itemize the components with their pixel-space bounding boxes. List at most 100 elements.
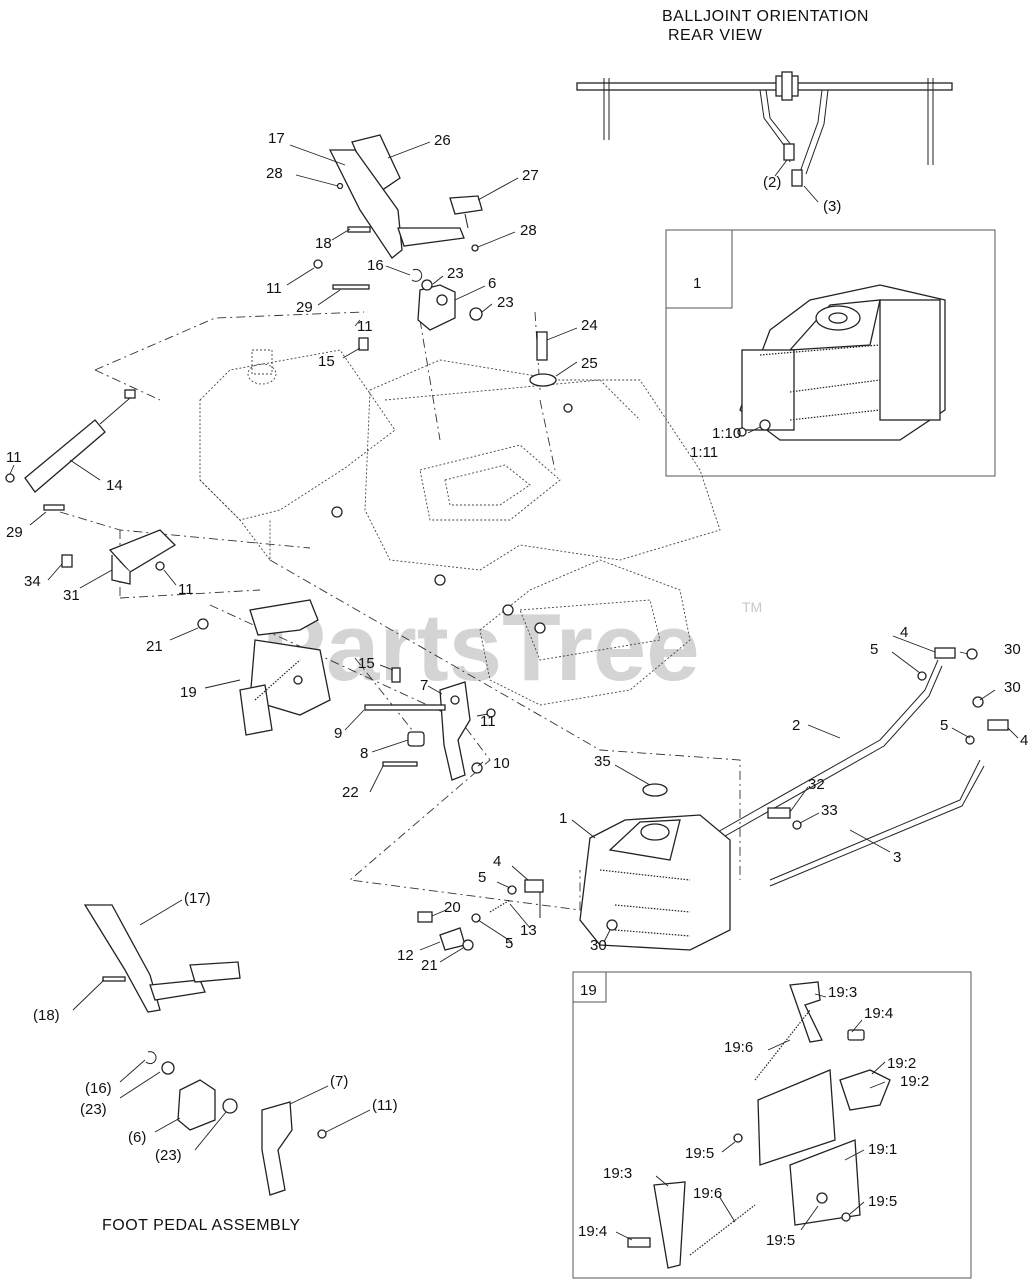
foot-pedal-assembly <box>83 904 327 1196</box>
callout-28a: 28 <box>266 165 283 182</box>
callout-18: 18 <box>315 235 332 252</box>
callout-19: 19 <box>180 684 197 701</box>
callout-fp-7: (7) <box>330 1073 348 1090</box>
callout-1-11: 1:11 <box>690 444 718 461</box>
callout-31: 31 <box>63 587 80 604</box>
inset-19-switch-assembly <box>627 981 891 1269</box>
inset-19-label-box <box>572 971 607 1003</box>
callout-29a: 29 <box>296 299 313 316</box>
callout-11c: 11 <box>6 449 22 466</box>
nut-11-top <box>313 259 323 269</box>
callout-fp-6: (6) <box>128 1129 146 1146</box>
callout-29b: 29 <box>6 524 23 541</box>
callout-19-5a: 19:5 <box>685 1145 714 1162</box>
callout-30a: 30 <box>1004 641 1021 658</box>
callout-fp-23b: (23) <box>155 1147 182 1164</box>
callout-23b: 23 <box>497 294 514 311</box>
callout-32: 32 <box>808 776 825 793</box>
callout-19-2a: 19:2 <box>887 1055 916 1072</box>
callout-1-10: 1:10 <box>712 425 741 442</box>
callout-4a: 4 <box>900 624 908 641</box>
callout-16: 16 <box>367 257 384 274</box>
callout-fp-11: (11) <box>372 1097 398 1114</box>
callout-leaders <box>9 141 1019 1241</box>
callout-11a: 11 <box>266 280 282 297</box>
control-rods <box>699 647 1009 887</box>
callout-33: 33 <box>821 802 838 819</box>
callout-bj-3: (3) <box>823 198 841 215</box>
callout-8: 8 <box>360 745 368 762</box>
callout-4c: 4 <box>493 853 501 870</box>
callout-23a: 23 <box>447 265 464 282</box>
callout-24: 24 <box>581 317 598 334</box>
caption-balljoint-1: BALLJOINT ORIENTATION <box>662 8 869 25</box>
callout-9: 9 <box>334 725 342 742</box>
callout-7: 7 <box>420 677 428 694</box>
callout-fp-17: (17) <box>184 890 211 907</box>
callout-20: 20 <box>444 899 461 916</box>
bolt-24 <box>536 331 548 361</box>
assembly-19 <box>197 599 331 736</box>
bolt-18 <box>347 226 371 233</box>
callout-bj-2: (2) <box>763 174 781 191</box>
fuel-tank-right <box>479 559 691 706</box>
callout-21a: 21 <box>146 638 163 655</box>
callout-13: 13 <box>520 922 537 939</box>
callout-12: 12 <box>397 947 414 964</box>
callout-6: 6 <box>488 275 496 292</box>
rod-end-29-top <box>332 284 370 290</box>
callout-19-1: 19:1 <box>868 1141 897 1158</box>
callout-26: 26 <box>434 132 451 149</box>
callout-30b: 30 <box>1004 679 1021 696</box>
callout-19-3a: 19:3 <box>828 984 857 1001</box>
balljoint-rear-view <box>576 71 953 203</box>
pump-assembly-1 <box>579 783 731 951</box>
inset-19-label: 19 <box>580 982 597 999</box>
callout-11e: 11 <box>480 713 496 730</box>
frame-plate <box>331 359 721 586</box>
callout-34: 34 <box>24 573 41 590</box>
callout-17: 17 <box>268 130 285 147</box>
callout-25: 25 <box>581 355 598 372</box>
callout-5b: 5 <box>940 717 948 734</box>
callout-11d: 11 <box>178 581 194 598</box>
fuel-tank-left <box>199 349 396 562</box>
callout-2: 2 <box>792 717 800 734</box>
callout-5c: 5 <box>478 869 486 886</box>
pedal-top <box>328 134 483 259</box>
callout-19-5b: 19:5 <box>868 1193 897 1210</box>
pedal-pivot-bracket <box>411 268 483 331</box>
callout-fp-23a: (23) <box>80 1101 107 1118</box>
inset-1-label-box <box>665 229 733 309</box>
bolt-15-top <box>358 337 369 351</box>
callout-3: 3 <box>893 849 901 866</box>
callout-19-2b: 19:2 <box>900 1073 929 1090</box>
caption-foot-pedal: FOOT PEDAL ASSEMBLY <box>102 1217 301 1234</box>
callout-19-4a: 19:4 <box>864 1005 893 1022</box>
inset-1-pump-assembly <box>737 284 946 441</box>
callout-fp-16: (16) <box>85 1080 112 1097</box>
callout-1: 1 <box>559 810 567 827</box>
small-linkage-parts <box>417 879 544 951</box>
bracket-31 <box>61 529 177 585</box>
callout-fp-18: (18) <box>33 1007 60 1024</box>
inset-19-frame <box>572 971 972 1279</box>
callout-4b: 4 <box>1020 732 1028 749</box>
callout-11b: 11 <box>357 318 373 335</box>
inset-1-label: 1 <box>693 275 701 292</box>
callout-5a: 5 <box>870 641 878 658</box>
callout-22: 22 <box>342 784 359 801</box>
callout-15b: 15 <box>358 655 375 672</box>
watermark-tm: TM <box>742 599 762 615</box>
callout-30c: 30 <box>590 937 607 954</box>
callout-21b: 21 <box>421 957 438 974</box>
callout-10: 10 <box>493 755 510 772</box>
callout-27: 27 <box>522 167 539 184</box>
callout-19-6a: 19:6 <box>724 1039 753 1056</box>
callout-28b: 28 <box>520 222 537 239</box>
callout-19-4b: 19:4 <box>578 1223 607 1240</box>
watermark: PartsTree <box>262 594 700 701</box>
callout-14: 14 <box>106 477 123 494</box>
callout-15a: 15 <box>318 353 335 370</box>
